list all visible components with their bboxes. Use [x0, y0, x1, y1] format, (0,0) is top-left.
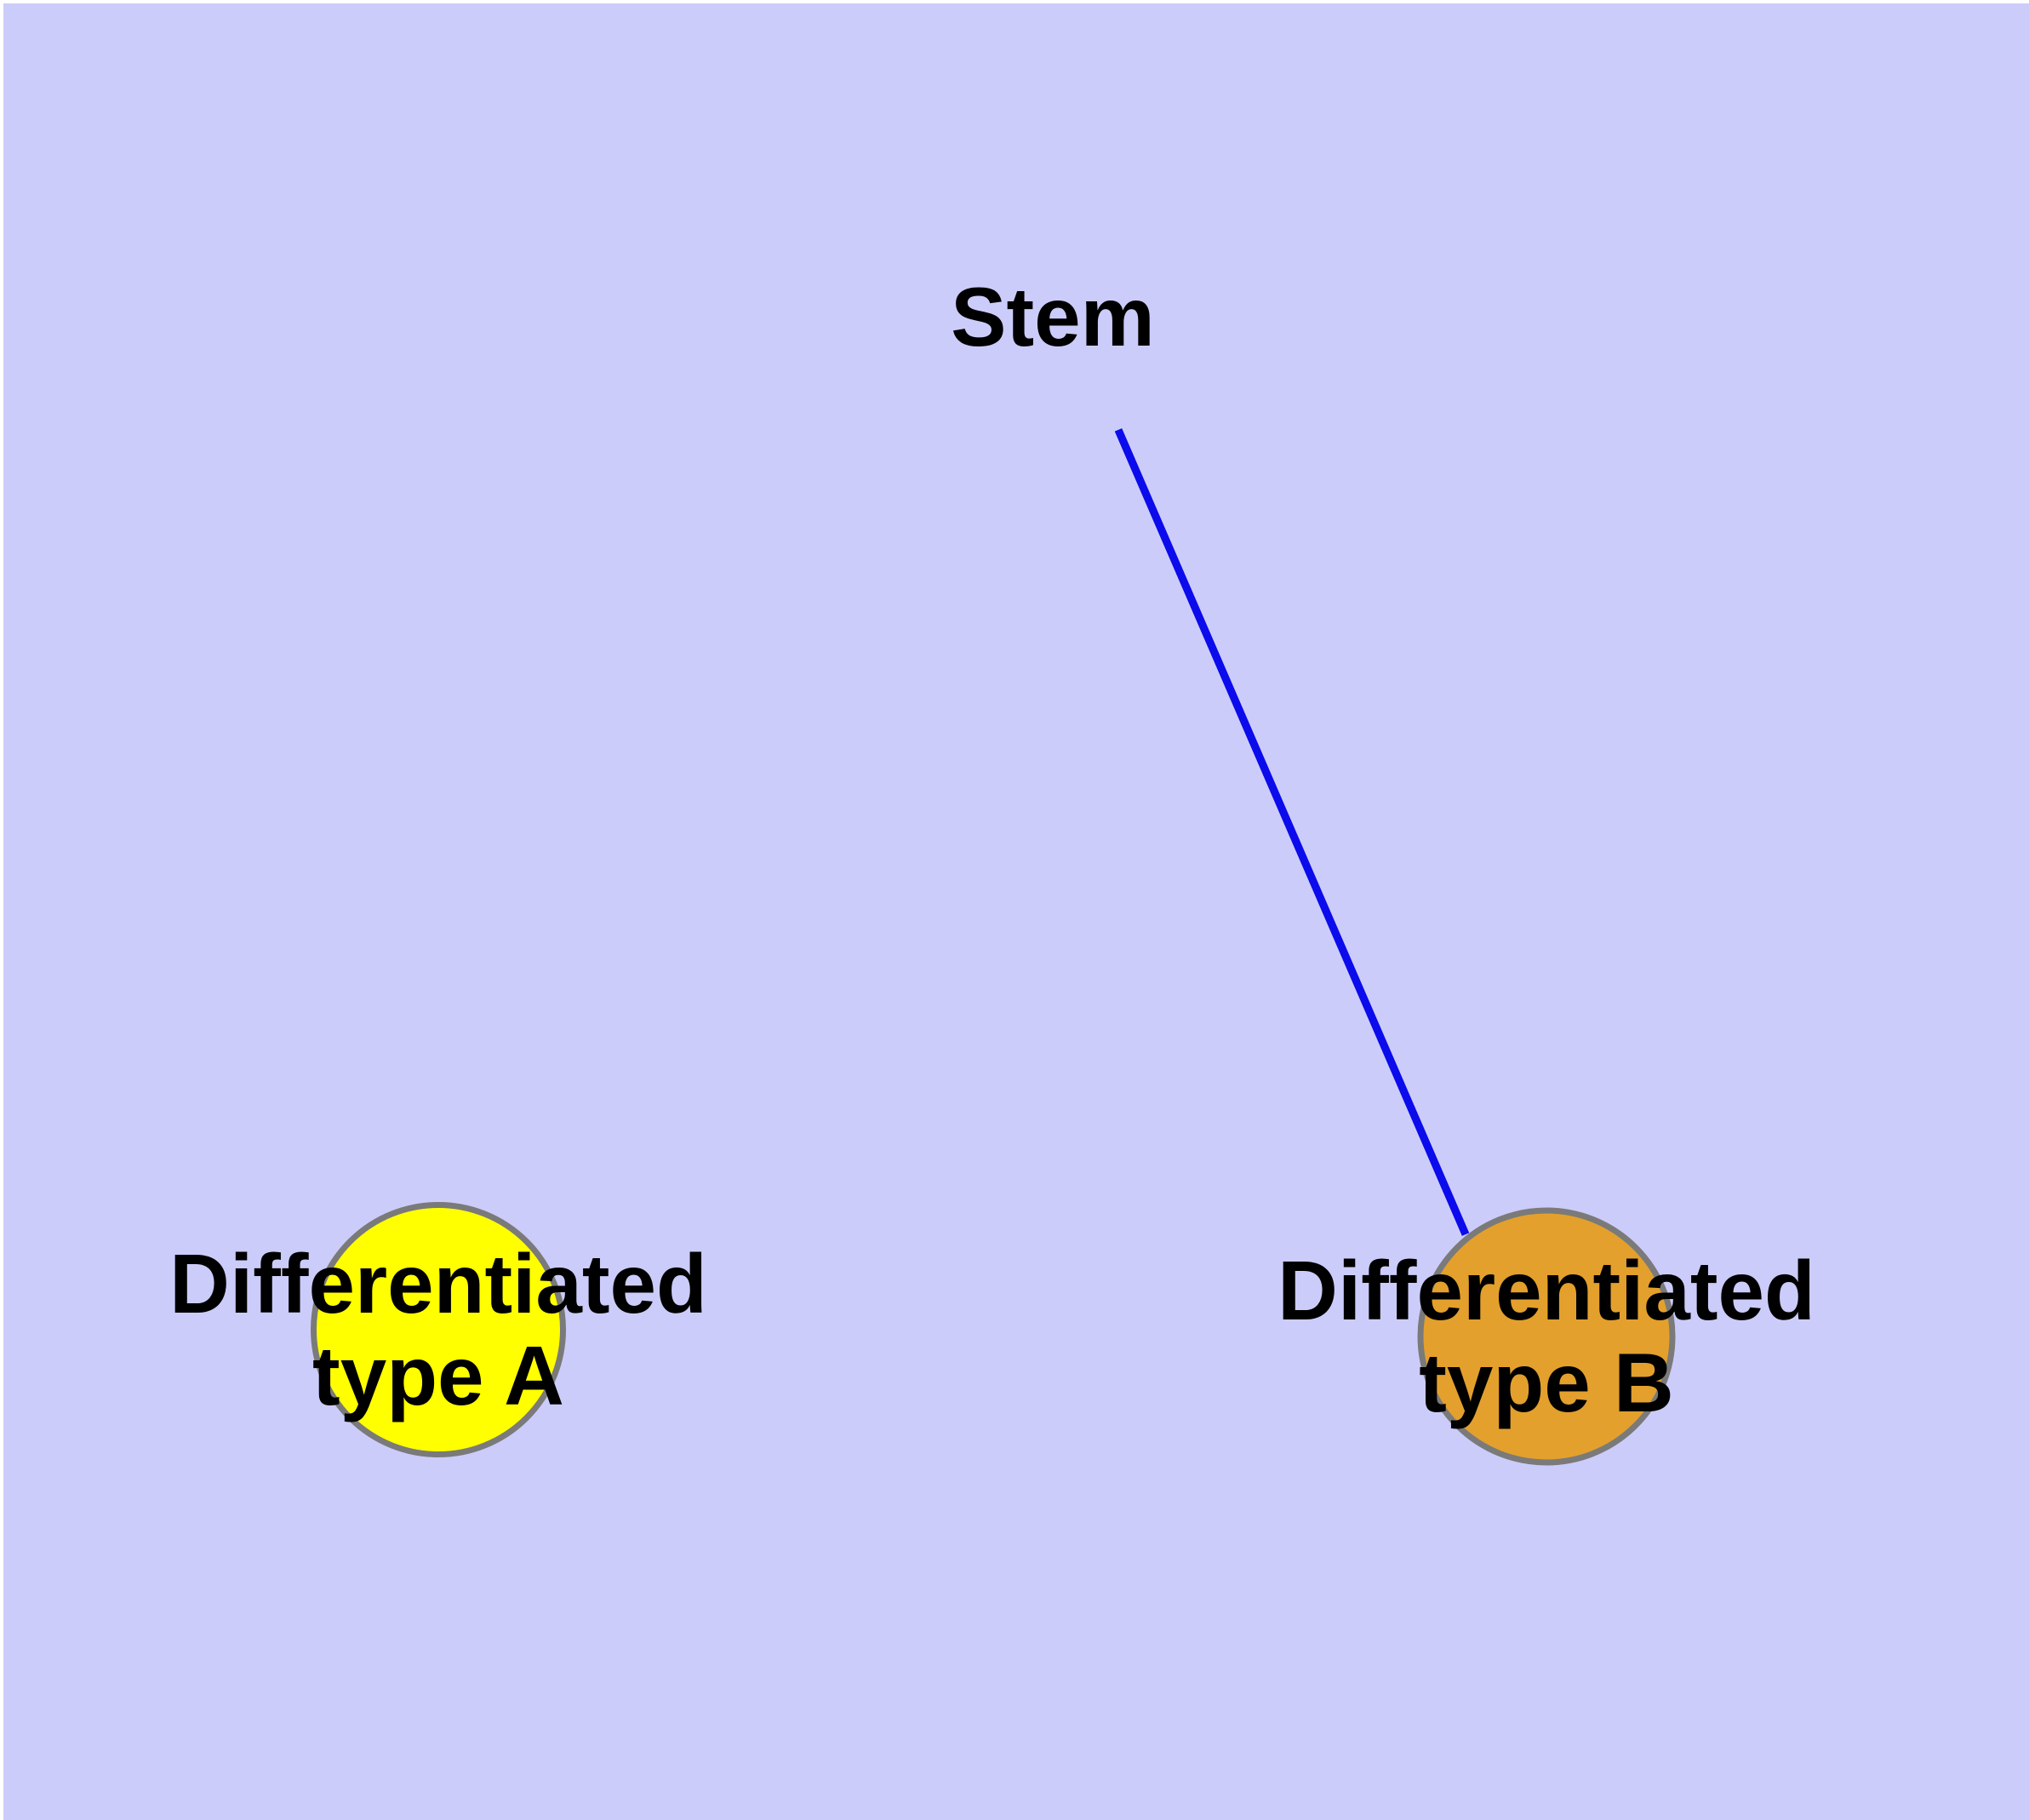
node-layer — [311, 1202, 1676, 1466]
diagram-background — [3, 3, 2029, 1820]
edge-stem-to-differentiated-type-b[interactable] — [1114, 428, 1470, 1236]
edge-layer — [1114, 428, 1470, 1236]
node-differentiated-type-b[interactable] — [1417, 1207, 1676, 1466]
node-stem[interactable] — [311, 1202, 566, 1457]
